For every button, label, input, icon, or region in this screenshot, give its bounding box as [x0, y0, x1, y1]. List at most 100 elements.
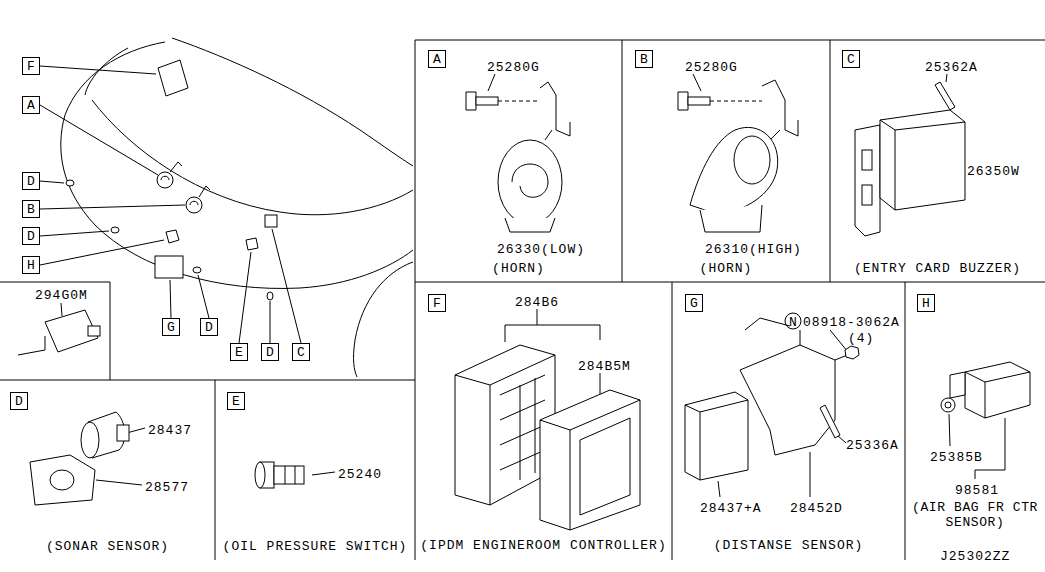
module-294g0m	[18, 310, 100, 355]
part-number: 25385B	[930, 450, 983, 465]
callout-letter-box: D	[22, 172, 40, 190]
part-number: 98581	[955, 483, 999, 498]
callout-letter-box: G	[685, 294, 703, 312]
callout-letter: H	[27, 258, 35, 273]
oil-pressure-switch	[255, 462, 304, 488]
horn-high	[734, 136, 770, 184]
vehicle-parts	[166, 230, 179, 243]
label-anchor: N	[789, 313, 797, 331]
entry-card-buzzer	[862, 150, 872, 170]
callout-letter: D	[27, 174, 35, 189]
leader-lines	[170, 229, 301, 343]
distance-sensor	[845, 346, 859, 359]
vehicle-parts	[155, 256, 183, 278]
panel-caption: (ENTRY CARD BUZZER)	[854, 261, 1021, 276]
label-anchor: 28437+A	[700, 499, 762, 517]
ipdm-controller	[455, 345, 640, 530]
callout-letter: C	[297, 345, 305, 360]
label-anchor: 98581	[955, 481, 999, 499]
sonar-sensor	[30, 412, 129, 505]
leader-lines	[949, 414, 1005, 479]
label-anchor: 26330(LOW)	[497, 240, 585, 258]
callout-letter: E	[235, 345, 243, 360]
callout-letter-box: D	[10, 392, 28, 410]
callout-letter-box: B	[635, 50, 653, 68]
horn-low	[466, 82, 570, 232]
part-number: 28452D	[790, 501, 843, 516]
horn-high	[770, 130, 780, 140]
panel-caption: (DISTANSE SENSOR)	[714, 538, 864, 553]
callout-letter: G	[167, 320, 175, 335]
callout-letter-box: E	[227, 392, 245, 410]
vehicle-parts	[161, 176, 169, 180]
callout-letter: D	[205, 320, 213, 335]
vehicle-parts	[190, 201, 198, 205]
callout-letter-box: H	[22, 256, 40, 274]
detail-panel: (SONAR SENSOR) D	[0, 380, 215, 560]
callout-letter-box: D	[22, 227, 40, 245]
ipdm-controller	[520, 378, 535, 480]
distance-sensor	[685, 392, 748, 480]
callout-letter-box: A	[428, 50, 446, 68]
label-anchor: 26310(HIGH)	[705, 240, 802, 258]
horn-high	[678, 92, 688, 110]
horn-low	[466, 92, 476, 110]
panel-grid	[0, 40, 1045, 560]
callout-letter: F	[433, 296, 441, 311]
callout-letter-box: H	[917, 294, 935, 312]
label-anchor: 28452D	[790, 499, 843, 517]
air-bag-sensor	[945, 402, 951, 408]
callout-letter: D	[266, 345, 274, 360]
panel-caption: (SONAR SENSOR)	[46, 539, 169, 554]
label-anchor: J25302ZZ	[940, 547, 1010, 565]
callout-letter: H	[922, 296, 930, 311]
vehicle-parts	[170, 162, 182, 172]
horn-low	[505, 218, 555, 232]
part-number: 25280G	[487, 60, 540, 75]
panel-caption: (AIR BAG FR CTR SENSOR)	[908, 500, 1042, 530]
car-body-outline	[61, 38, 413, 377]
vehicle-parts	[265, 215, 277, 227]
leader-lines	[40, 66, 185, 265]
oil-pressure-switch	[285, 466, 295, 484]
label-anchor: 25362A	[925, 58, 978, 76]
label-anchor: 284B6	[515, 293, 559, 311]
horn-low	[545, 130, 552, 140]
marker-circle	[785, 313, 801, 329]
detail-panel: (IPDM ENGINEROOM CONTROLLER)F	[415, 282, 672, 557]
vehicle-parts	[193, 267, 201, 273]
marker-circle	[785, 313, 801, 329]
distance-sensor	[740, 345, 835, 455]
callout-letter-box: A	[22, 96, 40, 114]
horn-low	[476, 97, 498, 105]
sonar-sensor	[50, 470, 74, 490]
ipdm-controller	[580, 418, 630, 515]
air-bag-sensor	[941, 362, 1030, 418]
module-294g0m	[18, 336, 45, 355]
air-bag-sensor	[965, 372, 1030, 418]
ipdm-controller	[540, 400, 640, 530]
horn-low	[498, 140, 562, 224]
label-anchor: 25280G	[685, 58, 738, 76]
panel-grid	[0, 40, 1045, 560]
callout-letter: E	[232, 394, 240, 409]
part-number: 26310(HIGH)	[705, 242, 802, 257]
label-anchor: 28577	[145, 478, 189, 496]
vehicle-parts	[158, 60, 188, 96]
part-number: 25362A	[925, 60, 978, 75]
horn-low	[498, 101, 540, 102]
label-anchor: 25385B	[930, 448, 983, 466]
entry-card-buzzer	[855, 82, 965, 236]
horn-high	[762, 80, 798, 136]
distance-sensor	[685, 318, 859, 480]
callout-letter-box: F	[22, 57, 40, 75]
panel-caption: (OIL PRESSURE SWITCH)	[223, 539, 408, 554]
diagram-code: J25302ZZ	[940, 549, 1010, 564]
vehicle-parts	[66, 60, 277, 300]
car-body-outline	[61, 42, 413, 288]
module-294g0m	[88, 326, 100, 336]
oil-pressure-switch	[274, 466, 304, 484]
panel-caption: (HORN)	[492, 261, 545, 276]
callout-letter-box: G	[162, 318, 180, 336]
entry-card-buzzer	[880, 120, 965, 210]
